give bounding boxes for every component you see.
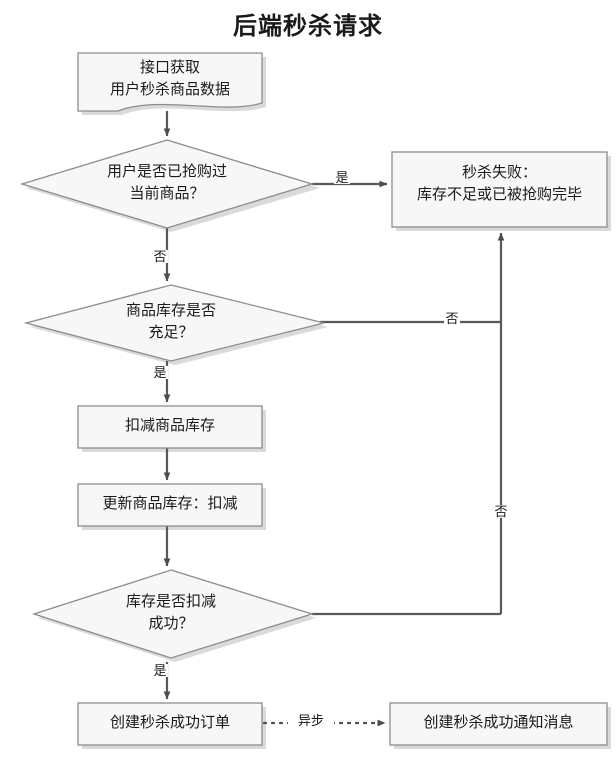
- shape-decision-stock-enough: [23, 284, 325, 362]
- edge-label-decision2-yes: 是: [152, 365, 168, 380]
- shape-update-stock: [77, 483, 263, 527]
- edge-label-async: 异步: [288, 714, 334, 727]
- edge-label-decision3-yes: 是: [152, 663, 168, 678]
- edge-label-decision3-no: 否: [493, 504, 509, 519]
- shape-input-data: [77, 52, 263, 112]
- shape-create-order: [77, 702, 263, 746]
- edge-label-decision1-yes: 是: [334, 170, 350, 185]
- edge-label-decision2-no: 否: [444, 311, 460, 326]
- shape-deduct-stock: [77, 405, 263, 449]
- shape-fail-result: [391, 151, 608, 228]
- edge-label-decision1-no: 否: [152, 249, 168, 264]
- shape-decision-already-bought: [19, 139, 315, 229]
- shapes: [19, 52, 608, 746]
- shape-decision-deduct-success: [31, 569, 315, 659]
- page-title: 后端秒杀请求: [233, 14, 383, 40]
- shape-create-notify-message: [389, 702, 608, 746]
